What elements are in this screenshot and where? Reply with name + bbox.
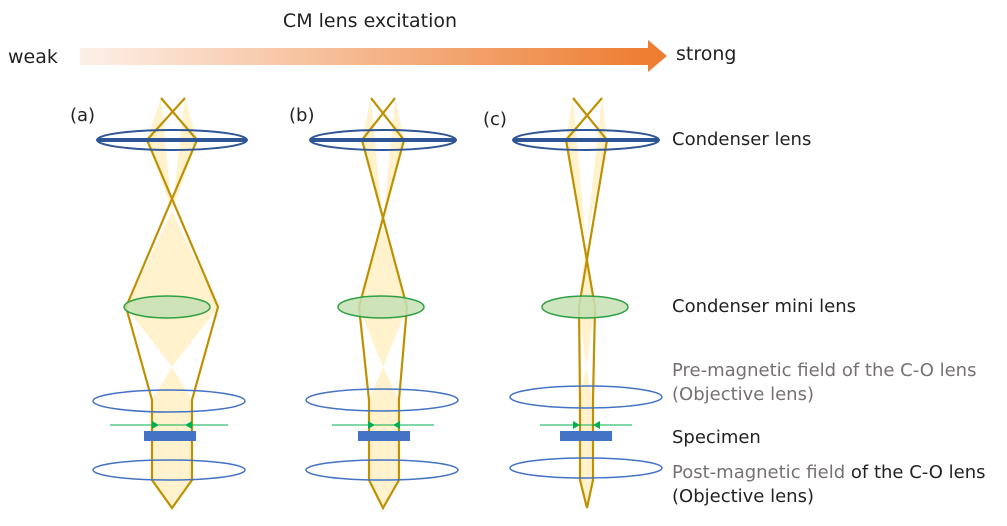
excitation-title: CM lens excitation — [283, 10, 457, 32]
condenser-lens-b — [309, 129, 457, 151]
pre-field-a — [92, 389, 246, 413]
pre-magnetic-field-label: Pre-magnetic field of the C-O lens — [672, 360, 976, 381]
panel-a: (a) — [70, 97, 248, 510]
panel-c: (c) — [483, 97, 663, 509]
panel-b: (b) — [289, 97, 459, 511]
post-magnetic-field-label: Post-magnetic field of the C-O lens — [672, 462, 986, 483]
pre-field-b — [305, 388, 459, 412]
post-field-a — [92, 459, 246, 481]
excitation-gradient-bar — [80, 48, 650, 65]
post-magnetic-field-black: of the C-O lens — [845, 462, 985, 483]
specimen-c — [560, 431, 612, 441]
panel-label-b: (b) — [289, 105, 314, 126]
condenser-mini-lens-label: Condenser mini lens — [672, 296, 856, 317]
specimen-arrows-c — [540, 421, 632, 429]
panel-label-a: (a) — [70, 105, 95, 126]
pre-objective-label: (Objective lens) — [672, 384, 814, 405]
post-field-c — [509, 457, 663, 479]
excitation-arrowhead — [648, 40, 667, 72]
mini-lens-b — [337, 295, 425, 319]
pre-field-c — [509, 385, 663, 409]
specimen-a — [144, 431, 196, 441]
condenser-lens-c — [512, 129, 660, 151]
post-field-b — [305, 459, 459, 481]
post-magnetic-field-gray: Post-magnetic field — [672, 462, 845, 483]
weak-label: weak — [8, 46, 58, 68]
condenser-lens-label: Condenser lens — [672, 129, 811, 150]
condenser-lens-a — [96, 129, 248, 151]
strong-label: strong — [676, 43, 736, 65]
component-labels: Condenser lens Condenser mini lens Pre-m… — [672, 129, 986, 507]
mini-lens-a — [123, 295, 211, 319]
panel-label-c: (c) — [483, 109, 507, 130]
mini-lens-c — [541, 295, 629, 319]
specimen-label: Specimen — [672, 427, 761, 448]
specimen-arrows-b — [332, 421, 434, 429]
excitation-bar: CM lens excitation weak strong — [8, 10, 736, 72]
specimen-arrows-a — [110, 421, 228, 429]
specimen-b — [358, 431, 410, 441]
post-objective-label: (Objective lens) — [672, 486, 814, 507]
